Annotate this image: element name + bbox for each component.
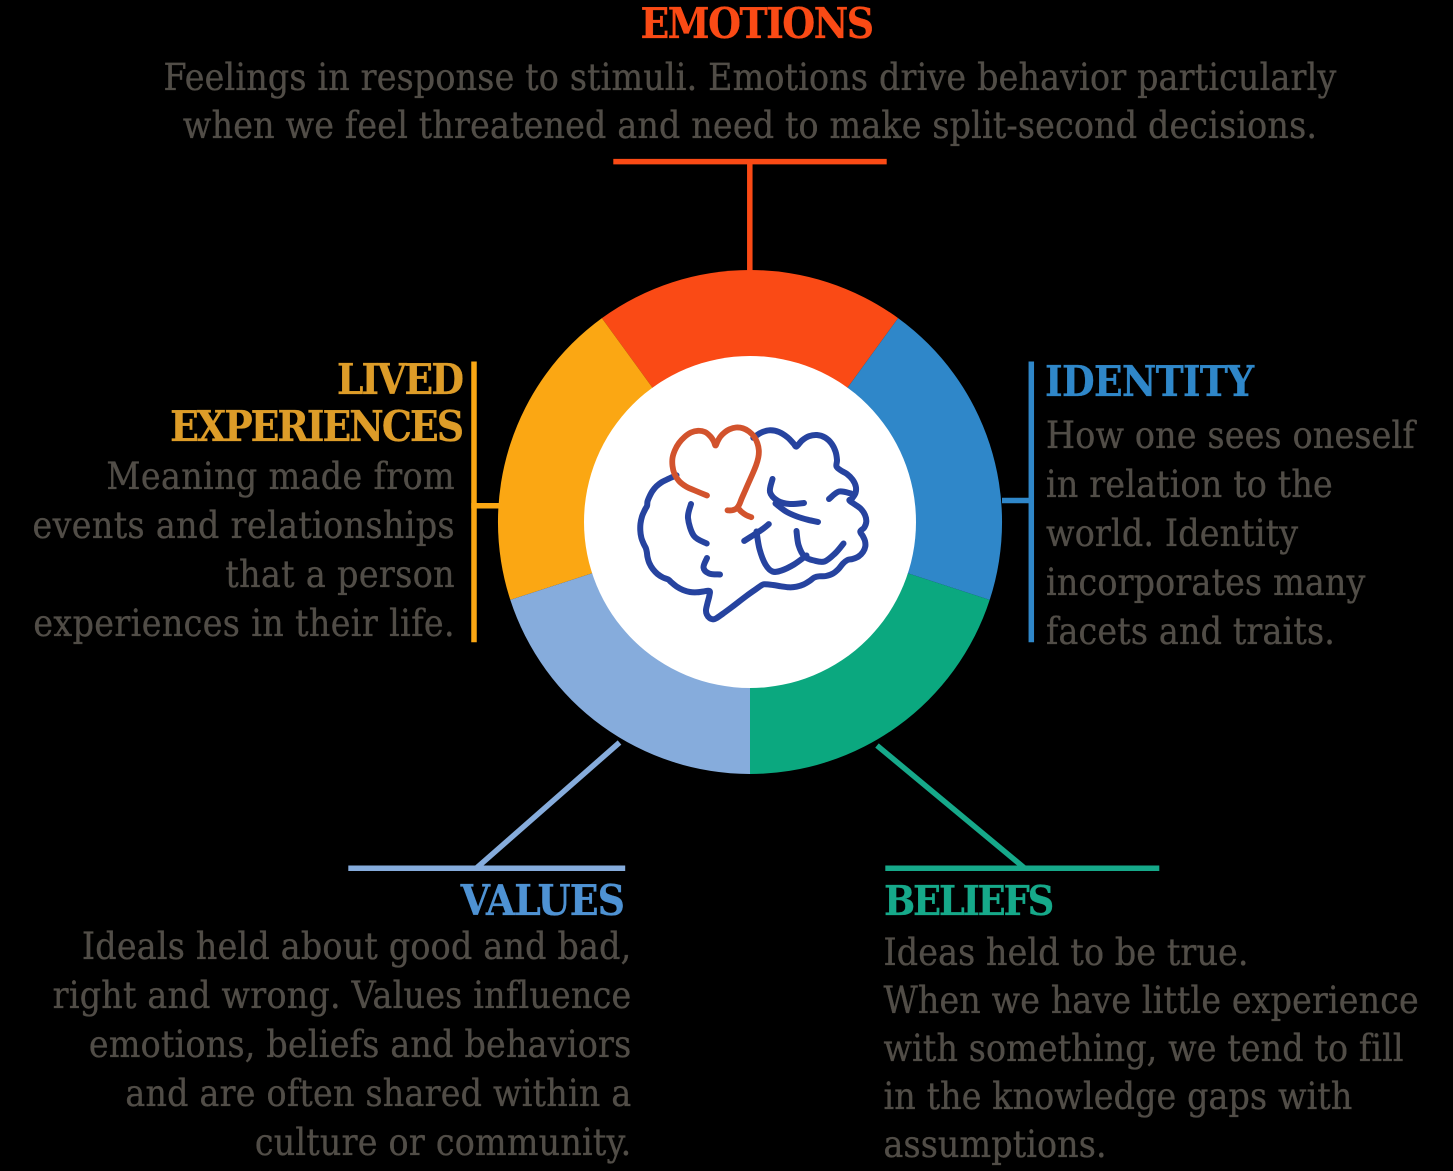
connector-lines <box>348 158 1160 871</box>
beliefs-description: Ideas held to be true. When we have litt… <box>883 930 1419 1166</box>
brain-fold-path <box>700 555 723 578</box>
brain-fold-path <box>753 528 810 575</box>
heart-icon <box>669 424 762 521</box>
heart-tail-path <box>734 504 755 521</box>
beliefs-connector-diagonal <box>875 743 1027 871</box>
lived-experiences-title: LIVED EXPERIENCES <box>170 354 464 451</box>
identity-description: How one sees oneself in relation to the … <box>1046 414 1415 653</box>
brain-fold-path <box>766 476 807 508</box>
identity-title: IDENTITY <box>1045 356 1254 406</box>
lived-experiences-description: Meaning made from events and relationshi… <box>32 454 455 645</box>
heart-outline-path <box>669 424 762 514</box>
emotions-description: Feelings in response to stimuli. Emotion… <box>163 55 1337 147</box>
brain-outline-path <box>637 427 870 623</box>
values-title: VALUES <box>460 876 626 925</box>
brain-fold-path <box>772 500 821 525</box>
beliefs-title: BELIEFS <box>884 877 1055 925</box>
brain-outline-icon <box>637 427 870 623</box>
brain-fold-path <box>793 528 847 565</box>
brain-fold-path <box>684 501 710 547</box>
values-description: Ideals held about good and bad, right an… <box>52 924 632 1164</box>
wheel-inner-circle <box>584 356 916 688</box>
brain-with-heart-icon <box>637 424 870 623</box>
values-connector-diagonal <box>474 740 622 871</box>
brain-fold-path <box>826 488 854 502</box>
emotions-title: EMOTIONS <box>640 0 874 48</box>
